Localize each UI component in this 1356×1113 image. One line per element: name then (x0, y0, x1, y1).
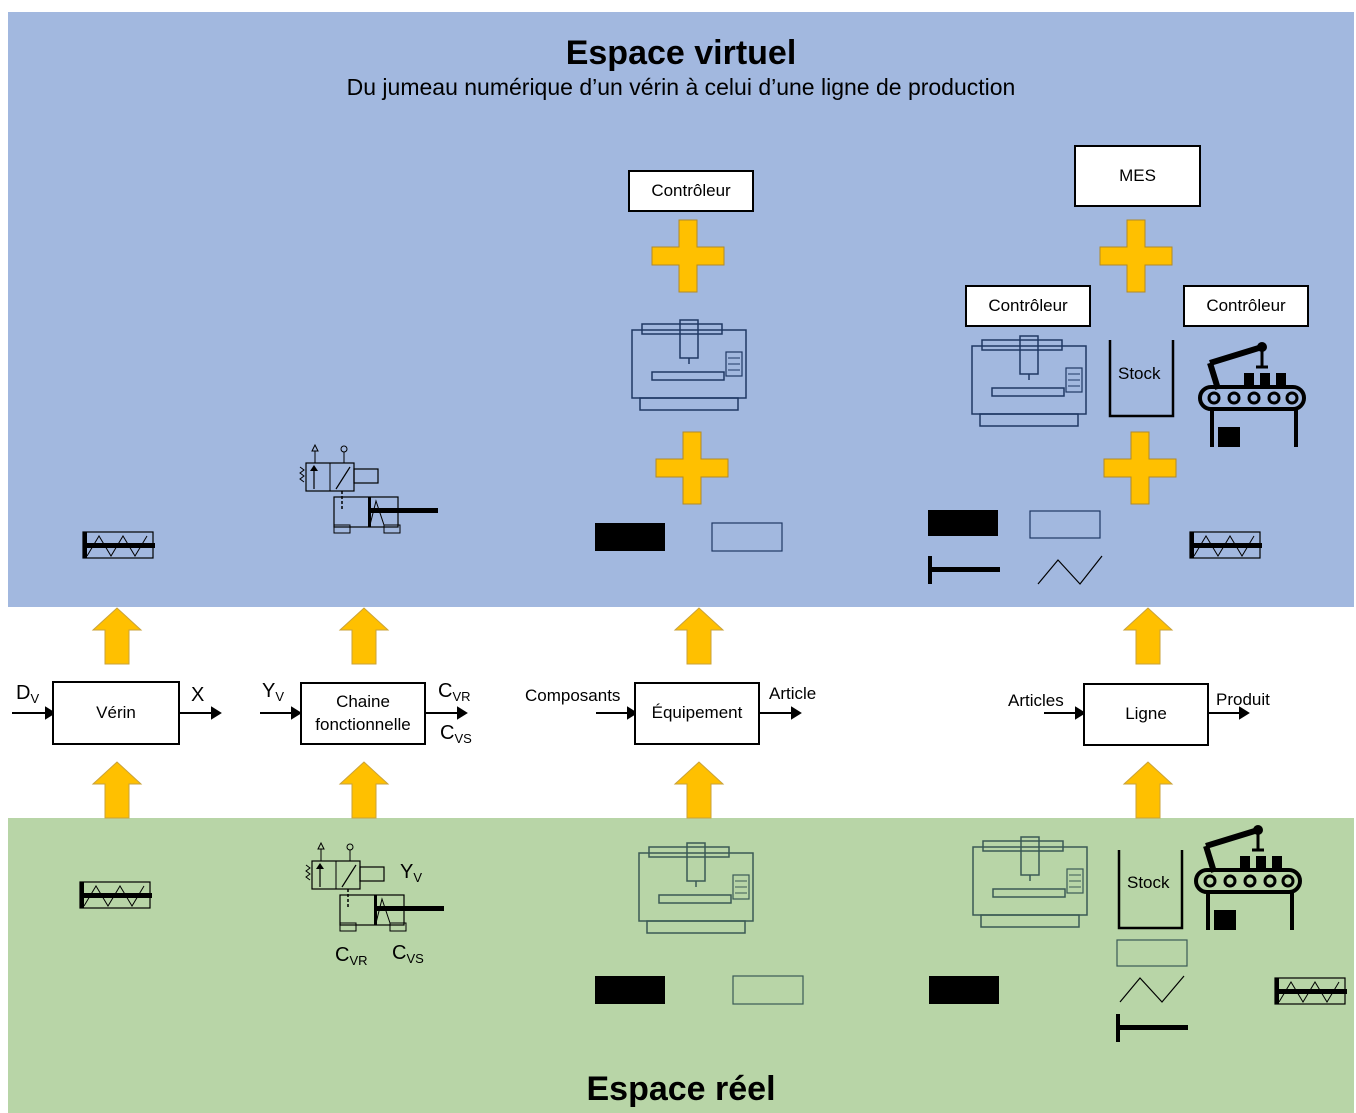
arrow-up-ligne-to-virtual (1123, 607, 1173, 665)
block-filled-icon (595, 976, 665, 1004)
equipement-label: Équipement (651, 703, 743, 723)
cylinder-icon (1274, 977, 1348, 1005)
cylinder-icon (82, 531, 156, 559)
real-space-title: Espace réel (586, 1070, 776, 1108)
rod-icon (928, 556, 1000, 584)
input-dv: DV (16, 682, 40, 706)
arrow-up-verin-to-virtual (92, 607, 142, 665)
arrow-up-real-to-chaine (339, 761, 389, 819)
plus-icon (1099, 219, 1173, 293)
arrow-up-real-to-equipement (674, 761, 724, 819)
virtual-space-subtitle: Du jumeau numérique d’un vérin à celui d… (346, 74, 1016, 100)
stock-bin-icon (1117, 850, 1184, 930)
mes-box: MES (1074, 145, 1201, 207)
cnc-machine-icon (638, 842, 754, 934)
cylinder-icon (1189, 531, 1263, 559)
input-articles: Articles (1008, 691, 1064, 710)
cnc-machine-icon (971, 335, 1087, 427)
valve-cylinder-icon (299, 444, 439, 534)
plus-icon (651, 219, 725, 293)
arrow-up-real-to-ligne (1123, 761, 1173, 819)
block-filled-icon (929, 976, 999, 1004)
block-outline-icon (711, 522, 783, 552)
stock-label-real: Stock (1127, 873, 1170, 892)
real-cvs-label: CVS (392, 942, 424, 966)
verin-block: Vérin (52, 681, 180, 745)
arrow-up-chaine-to-virtual (339, 607, 389, 665)
block-outline-icon (1116, 939, 1188, 967)
plus-icon (655, 431, 729, 505)
chaine-label-line1: Chaine (336, 691, 390, 711)
real-cvr-label: CVR (335, 944, 368, 968)
robot-conveyor-icon (1196, 825, 1300, 930)
equipement-block: Équipement (634, 682, 760, 745)
block-outline-icon (732, 975, 804, 1005)
output-article: Article (769, 684, 817, 703)
output-cvr: CVR (438, 680, 471, 704)
stock-bin-icon (1108, 340, 1175, 418)
block-filled-icon (928, 510, 998, 536)
cnc-machine-icon (631, 319, 747, 411)
ligne-label: Ligne (1125, 704, 1167, 724)
ligne-block: Ligne (1083, 683, 1209, 746)
virtual-space-title: Espace virtuel (565, 34, 797, 72)
block-filled-icon (595, 523, 665, 551)
output-produit: Produit (1216, 690, 1270, 709)
valve-cylinder-icon (305, 842, 445, 932)
cnc-machine-icon (972, 836, 1088, 928)
real-yv-label: YV (400, 861, 423, 885)
plus-icon (1103, 431, 1177, 505)
chaine-fonctionnelle-block: Chaine fonctionnelle (300, 682, 426, 745)
stock-label-virtual: Stock (1118, 364, 1161, 383)
chaine-label-line2: fonctionnelle (315, 714, 411, 734)
cylinder-icon (79, 881, 153, 909)
block-outline-icon (1029, 510, 1101, 539)
output-x: X (191, 684, 205, 706)
input-yv: YV (262, 680, 285, 704)
arrow-up-real-to-verin (92, 761, 142, 819)
robot-conveyor-icon (1200, 342, 1304, 447)
controleur-box-machine: Contrôleur (965, 285, 1091, 327)
arrow-up-equipement-to-virtual (674, 607, 724, 665)
virtual-space-band: Espace virtuel Du jumeau numérique d’un … (8, 12, 1354, 607)
verin-label: Vérin (96, 702, 136, 722)
spring-icon (1119, 975, 1185, 1003)
controleur-box-equipement: Contrôleur (628, 170, 754, 212)
rod-icon (1116, 1014, 1188, 1042)
spring-icon (1037, 555, 1103, 585)
output-cvs: CVS (440, 722, 472, 746)
controleur-box-robot: Contrôleur (1183, 285, 1309, 327)
input-composants: Composants (525, 686, 621, 705)
